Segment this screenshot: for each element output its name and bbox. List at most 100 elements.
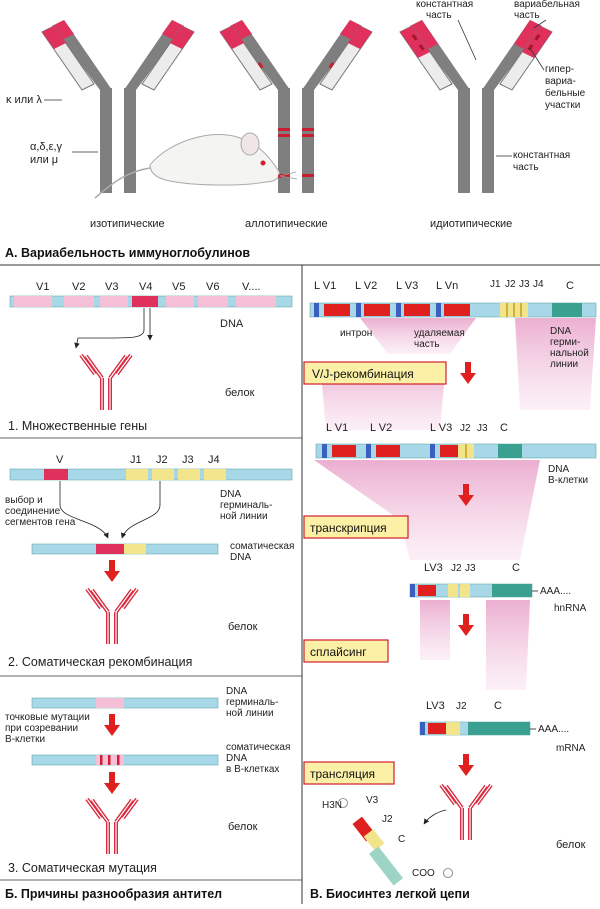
section-v: L V1 L V2 L V3 L Vn J1 J2 J3 J4 C интрон… <box>303 279 597 901</box>
antibody-isotypic <box>41 20 195 193</box>
select-label-2: соединение <box>5 506 61 517</box>
light-chain-label: κ или λ <box>6 94 42 106</box>
hn-lv3: LV3 <box>424 562 443 574</box>
c-term-label: COO <box>412 868 435 879</box>
protein-label-1: белок <box>225 387 255 399</box>
hn-j3: J3 <box>465 563 476 574</box>
hn-j2: J2 <box>451 563 462 574</box>
segment-j4: J4 <box>208 454 220 466</box>
gene-v6: V6 <box>206 281 219 293</box>
down-arrow-3b <box>104 772 120 794</box>
point-mutation-label: точковые мутации <box>5 712 90 723</box>
somatic-dna-strand-3 <box>31 754 219 766</box>
dna-label: DNA <box>220 318 244 330</box>
b-lv3: L V3 <box>430 422 452 434</box>
label-constant-bottom: константная <box>513 150 570 161</box>
removed-part-label: удаляемая <box>414 328 465 339</box>
somatic-dna-label: соматическая <box>230 541 294 552</box>
dna-germline-label-p3: DNA <box>226 686 247 697</box>
somatic-dna-label-2: DNA <box>230 552 251 563</box>
step-translation-label: трансляция <box>310 767 375 781</box>
dna-germline-label-v-3: нальной <box>550 348 589 359</box>
mrna-label: mRNA <box>556 743 586 754</box>
protein-label-3: белок <box>228 821 258 833</box>
select-label-3: сегментов гена <box>5 517 76 528</box>
segment-j2: J2 <box>156 454 168 466</box>
m-lv3: LV3 <box>426 700 445 712</box>
label-hypervariable-4: участки <box>545 100 580 111</box>
step-splicing-label: сплайсинг <box>310 645 367 659</box>
protein-label-v: белок <box>556 839 586 851</box>
label-constant-top-2: часть <box>426 10 452 21</box>
somatic-dna-label-p3: соматическая <box>226 742 290 753</box>
germ-c: C <box>566 280 574 292</box>
arrow-hnrna <box>458 614 474 636</box>
segment-j3: J3 <box>182 454 194 466</box>
germ-lv3: L V3 <box>396 280 418 292</box>
n-term-label: H3N <box>322 800 342 811</box>
label-hypervariable-2: вариа- <box>545 76 576 87</box>
step-translation-box <box>303 761 395 785</box>
n-terminal-charge <box>338 798 348 808</box>
section-v-title: В. Биосинтез легкой цепи <box>310 887 470 901</box>
label-constant-bottom-2: часть <box>513 162 539 173</box>
c-terminal-charge <box>443 868 453 878</box>
step-transcription-box <box>303 515 409 539</box>
panel-multiple-genes: V1 V2 V3 V4 V5 V6 V.... DNA белок 1. Мно… <box>0 281 302 439</box>
germ-j3: J3 <box>519 279 530 290</box>
segment-v: V <box>56 454 64 466</box>
mouse-illustration <box>94 132 298 199</box>
select-label: выбор и <box>5 494 43 506</box>
dna-germline-label-v: DNA <box>550 326 571 337</box>
dna-germline-strand <box>9 468 293 481</box>
antibody-idiotypic <box>399 20 553 193</box>
arrow-mrna <box>458 754 474 776</box>
gene-v4: V4 <box>139 281 152 293</box>
gene-vn: V.... <box>242 281 261 293</box>
arrow-vj <box>460 362 476 384</box>
step-vj-box <box>303 361 447 385</box>
gene-v1: V1 <box>36 281 49 293</box>
segment-j1: J1 <box>130 454 142 466</box>
step-transcription-label: транскрипция <box>310 521 387 535</box>
dna-germline-label-p3-2: герминаль- <box>226 697 278 708</box>
antibody-protein-3 <box>85 797 139 856</box>
poly-a-1: AAA.... <box>540 586 571 597</box>
intron-label: интрон <box>340 328 372 339</box>
antibody-protein-1 <box>79 353 133 412</box>
b-c: C <box>500 422 508 434</box>
dna-germline-label-3: ной линии <box>220 511 268 522</box>
heavy-chain-label-2: или μ <box>30 154 58 166</box>
poly-a-2: AAA.... <box>538 724 569 735</box>
point-mutation-label-2: при созревании <box>5 723 78 734</box>
caption-1: 1. Множественные гены <box>8 419 147 433</box>
dna-germline-label-p3-3: ной линии <box>226 708 274 719</box>
allotypic-label: аллотипические <box>245 218 328 230</box>
dna-germline-label-v-4: линии <box>550 359 578 370</box>
gene-v5: V5 <box>172 281 185 293</box>
label-hypervariable: гипер- <box>545 64 574 75</box>
b-j3: J3 <box>477 423 488 434</box>
caption-3: 3. Соматическая мутация <box>8 861 157 875</box>
gene-v3: V3 <box>105 281 118 293</box>
dna-bcell-label: DNA <box>548 464 569 475</box>
dna-germline-label-v-2: герми- <box>550 337 580 348</box>
chain-v3: V3 <box>366 795 379 806</box>
dna-bcell-label-2: В-клетки <box>548 475 588 486</box>
b-lv1: L V1 <box>326 422 348 434</box>
m-j2: J2 <box>456 701 467 712</box>
hnrna-label: hnRNA <box>554 603 587 614</box>
caption-2: 2. Соматическая рекомбинация <box>8 655 192 669</box>
label-variable-top: вариабельная <box>514 0 580 10</box>
label-hypervariable-3: бельные <box>545 87 586 99</box>
antibody-allotypic <box>219 20 373 193</box>
label-constant-top: константная <box>416 0 473 10</box>
dna-germline-label-2: герминаль- <box>220 500 272 511</box>
point-mutation-label-3: В-клетки <box>5 734 45 745</box>
chain-c: C <box>398 834 405 845</box>
light-chain-polypeptide <box>352 816 404 886</box>
isotypic-label: изотипические <box>90 218 165 230</box>
b-lv2: L V2 <box>370 422 392 434</box>
heavy-chain-label: α,δ,ε,γ <box>30 141 63 153</box>
